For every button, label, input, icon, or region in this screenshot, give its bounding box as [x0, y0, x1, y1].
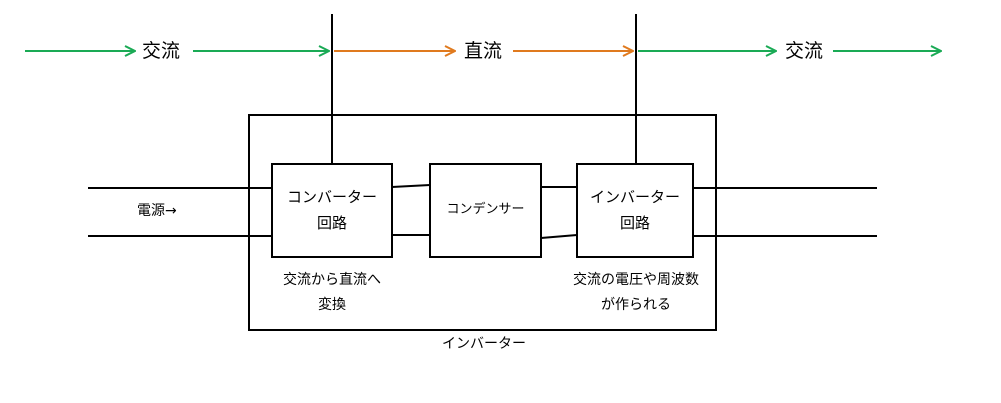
- inverter-frame: [248, 114, 717, 331]
- converter-circuit-label-line2: 回路: [316, 213, 347, 232]
- inverter-caption-line2: が作られる: [601, 296, 671, 313]
- inverter-caption-line1: 交流の電圧や周波数: [573, 272, 699, 288]
- wire-cap-inv-bottom: [540, 234, 578, 239]
- flow-label-dc: 直流: [464, 40, 503, 62]
- wire-conv-cap-top: [391, 184, 431, 188]
- converter-circuit-label-line1: コンバーター: [286, 188, 377, 206]
- flow-label-ac-in: 交流: [142, 40, 181, 62]
- converter-caption: 交流から直流へ 変換: [262, 268, 402, 317]
- inverter-circuit-block: インバーター 回路: [576, 163, 694, 258]
- converter-caption-line1: 交流から直流へ: [283, 272, 381, 288]
- converter-circuit-block: コンバーター 回路: [271, 163, 393, 258]
- inverter-caption: 交流の電圧や周波数 が作られる: [556, 268, 716, 317]
- converter-caption-line2: 変換: [318, 296, 346, 313]
- flow-label-ac-out: 交流: [785, 40, 824, 62]
- inverter-circuit-label-line1: インバーター: [589, 188, 680, 206]
- inverter-frame-label: インバーター: [442, 336, 526, 352]
- capacitor-block: コンデンサー: [429, 163, 542, 258]
- inverter-circuit-label-line2: 回路: [619, 213, 650, 232]
- capacitor-label: コンデンサー: [446, 202, 525, 218]
- source-label: 電源→: [137, 203, 177, 219]
